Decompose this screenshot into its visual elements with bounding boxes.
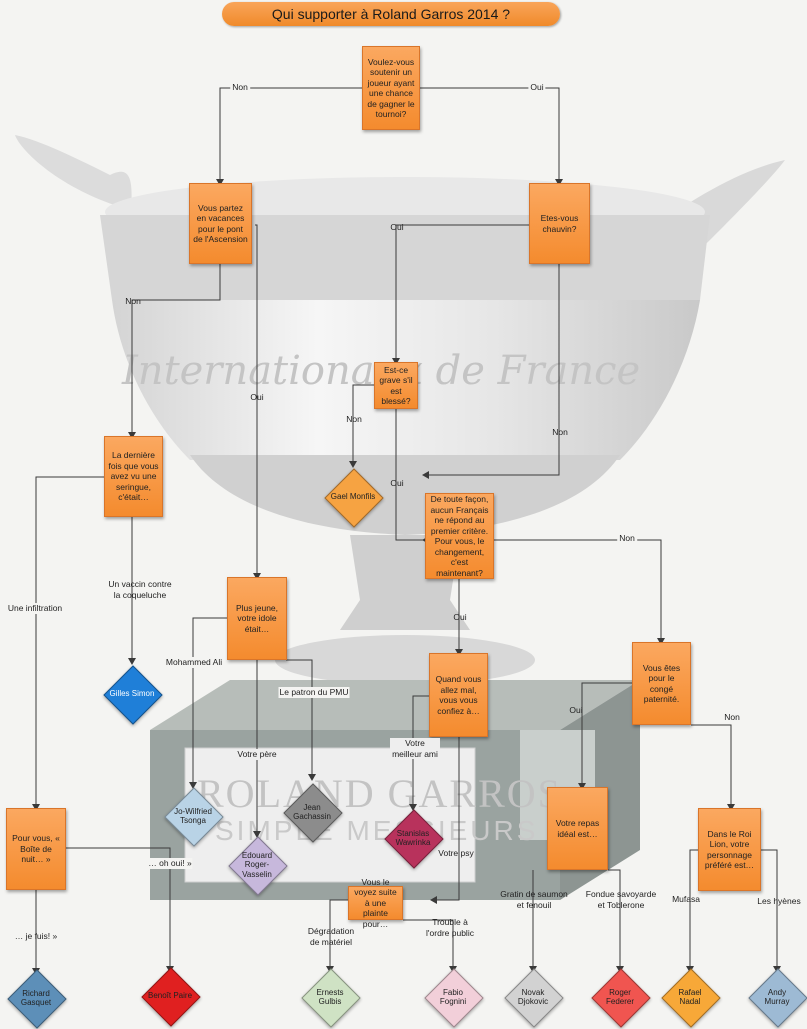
question-box-q3: Etes-vous chauvin?: [529, 183, 590, 264]
player-gael-monfils: Gael Monfils: [324, 468, 384, 528]
edge-label-non: Non: [617, 533, 637, 544]
edge-label-pmu: Le patron du PMU: [278, 687, 350, 698]
player-jo-wilfried-tsonga: Jo-Wilfried Tsonga: [164, 787, 224, 847]
player-roger-federer: Roger Federer: [591, 968, 651, 1028]
edge-label-mufasa: Mufasa: [672, 894, 700, 904]
player-stanislas-wawrinka: Stanislas Wawrinka: [384, 809, 444, 869]
edge-label-non: Non: [230, 82, 250, 93]
question-box-q12: Votre repas idéal est…: [547, 787, 608, 870]
question-box-q9: Vous êtes pour le congé paternité.: [632, 642, 691, 725]
edge-label-oui: Oui: [528, 82, 546, 93]
edge-label-vaccin: Un vaccin contre la coqueluche: [108, 579, 172, 600]
player-richard-gasquet: Richard Gasquet: [7, 969, 67, 1029]
player-jean-gachassin: Jean Gachassin: [283, 783, 343, 843]
plaque-subtitle: SIMPLE MESSIEURS: [215, 815, 539, 846]
edge-label-oui: Oui: [453, 612, 467, 622]
edge-label-fondue: Fondue savoyarde et Toblerone: [585, 889, 657, 910]
question-box-q4: Est-ce grave s'il est blessé?: [374, 362, 418, 409]
edge-label-psy: Votre psy: [438, 848, 474, 858]
edge-label-ali: Mohammed Ali: [164, 657, 224, 668]
edge-label-trouble: Trouble à l'ordre public: [426, 917, 474, 938]
edge-label-pere: Votre père: [236, 749, 278, 760]
question-box-q11: Vous le voyez suite à une plainte pour…: [348, 877, 403, 929]
question-box-q7: Plus jeune, votre idole était…: [227, 577, 287, 660]
edge-label-hyenes: Les hyènes: [757, 896, 801, 906]
question-box-q2: Vous partez en vacances pour le pont de …: [189, 183, 252, 264]
edge-label-oui: Oui: [569, 705, 583, 715]
edge-label-oui: Oui: [390, 222, 404, 232]
edge-label-gratin: Gratin de saumon et fenouil: [500, 889, 568, 910]
player-rafael-nadal: Rafael Nadal: [661, 968, 721, 1028]
edge-label-non: Non: [125, 296, 141, 306]
player-gilles-simon: Gilles Simon: [103, 665, 163, 725]
player-edouard-roger-vasselin: Edouard Roger-Vasselin: [228, 836, 288, 896]
edge-label-oh-oui: … oh oui! »: [147, 858, 193, 869]
player-novak-djokovic: Novak Djokovic: [504, 968, 564, 1028]
edge-label-meilleur-ami: Votre meilleur ami: [390, 738, 440, 759]
question-box-q6: De toute façon, aucun Français ne répond…: [425, 493, 494, 579]
player-ernests-gulbis: Ernests Gulbis: [301, 968, 361, 1028]
player-benoit-paire: Benoît Paire: [141, 967, 201, 1027]
player-fabio-fognini: Fabio Fognini: [424, 968, 484, 1028]
page-title: Qui supporter à Roland Garros 2014 ?: [222, 2, 560, 26]
edge-label-oui: Oui: [390, 478, 404, 488]
edge-label-oui: Oui: [250, 392, 264, 402]
edge-label-non: Non: [552, 427, 568, 437]
edge-label-infiltration: Une infiltration: [6, 603, 64, 614]
question-box-q5: La dernière fois que vous avez vu une se…: [104, 436, 163, 517]
edge-label-non: Non: [724, 712, 740, 722]
question-box-q13: Dans le Roi Lion, votre personnage préfé…: [698, 808, 761, 891]
edge-label-degradation: Dégradation de matériel: [307, 926, 355, 947]
question-box-q10: Pour vous, « Boîte de nuit… »: [6, 808, 66, 890]
player-andy-murray: Andy Murray: [748, 968, 807, 1028]
edge-label-je-fuis: … je fuis! »: [14, 931, 58, 941]
question-box-q8: Quand vous allez mal, vous vous confiez …: [429, 653, 488, 737]
question-box-q1: Voulez-vous soutenir un joueur ayant une…: [362, 46, 420, 130]
edge-label-non: Non: [346, 414, 362, 424]
